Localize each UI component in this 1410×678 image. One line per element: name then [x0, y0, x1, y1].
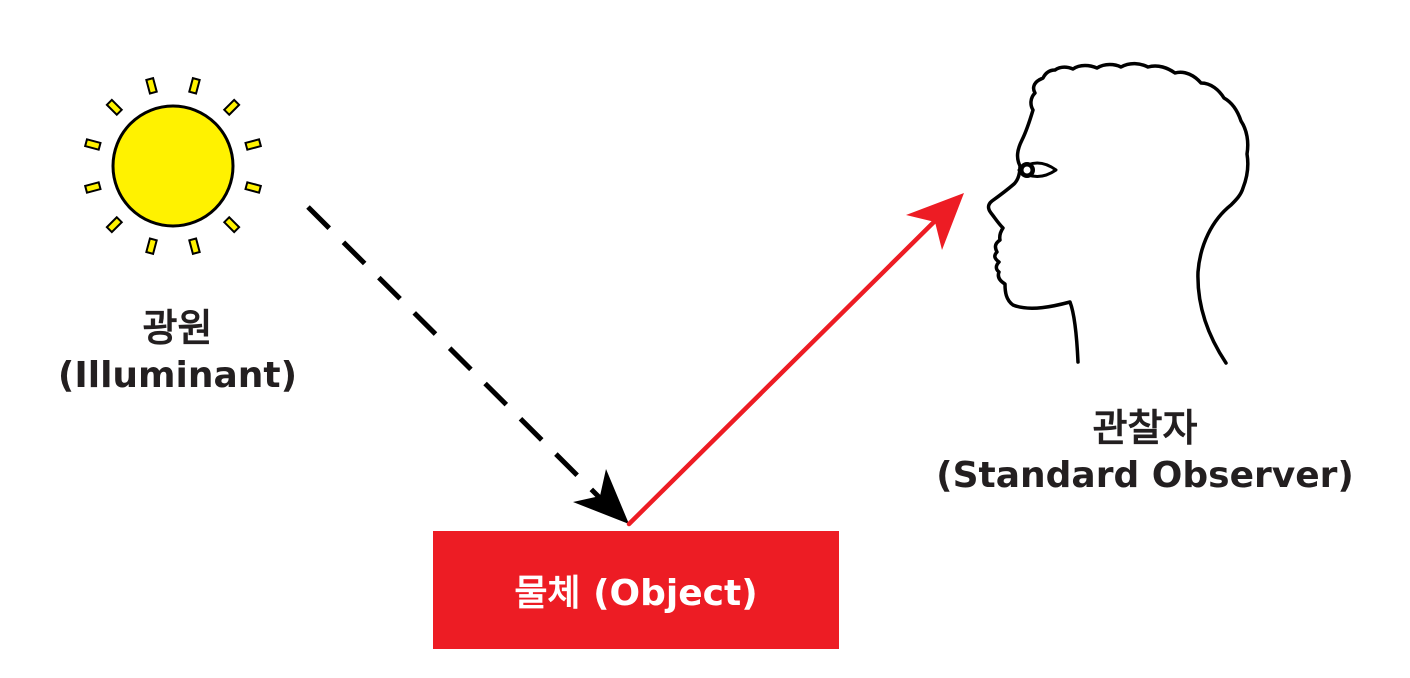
illuminant-label-korean: 광원 — [142, 306, 213, 350]
reflected-light-arrow — [626, 193, 964, 527]
sun-ray — [188, 237, 201, 256]
illuminant-label-english: (Illuminant) — [57, 354, 298, 396]
sun-ray — [188, 76, 201, 95]
illuminant-label: 광원 (Illuminant) — [40, 305, 315, 398]
sun-rays — [83, 76, 263, 256]
object-block: 물체 (Object) — [433, 531, 839, 649]
observer-label-english: (Standard Observer) — [936, 454, 1354, 496]
head-profile-icon — [986, 61, 1250, 365]
sun-ray — [145, 76, 158, 95]
observer-label: 관찰자 (Standard Observer) — [905, 405, 1385, 498]
sun-ray — [244, 138, 263, 151]
observer-label-korean: 관찰자 — [1092, 406, 1198, 450]
sun-icon — [83, 76, 263, 256]
object-label: 물체 (Object) — [514, 573, 758, 614]
sun-ray — [222, 215, 241, 234]
incident-light-arrow — [306, 205, 629, 524]
sun-disk — [111, 104, 235, 228]
sun-ray — [145, 237, 158, 256]
sun-ray — [244, 181, 263, 194]
sun-ray — [105, 98, 124, 117]
sun-ray — [222, 98, 241, 117]
sun-ray — [83, 138, 102, 151]
sun-ray — [83, 181, 102, 194]
sun-ray — [105, 215, 124, 234]
